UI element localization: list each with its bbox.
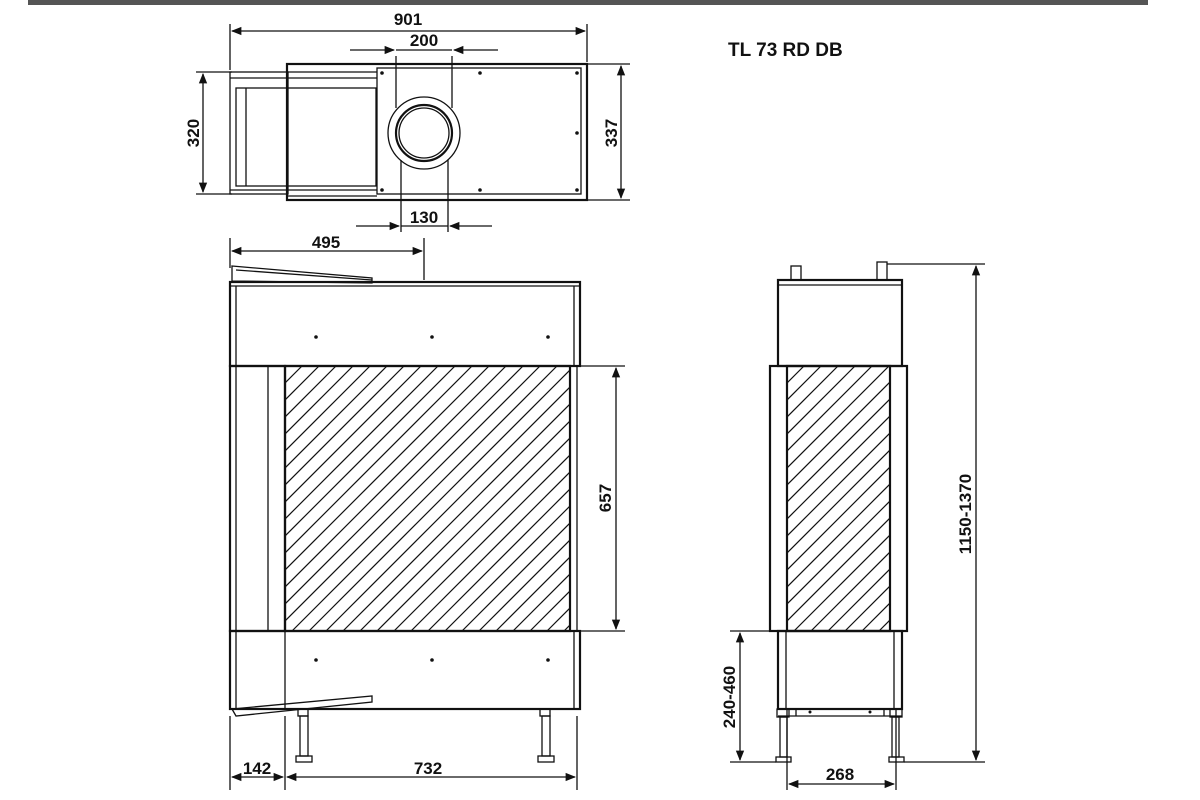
hatch-line <box>981 366 1200 631</box>
hatch-line <box>964 366 1200 631</box>
hatch-line <box>787 517 890 622</box>
dim-flue-diameter: 200 <box>410 31 438 50</box>
hatch-line <box>308 369 570 631</box>
hatch-line <box>632 366 897 631</box>
dim-front-width: 732 <box>414 759 442 778</box>
header-bar <box>28 0 1148 5</box>
hatch-line <box>787 366 805 384</box>
hatch-line <box>285 366 541 622</box>
hatch-line <box>285 366 507 588</box>
dim-flue-offset: 130 <box>410 208 438 227</box>
hatch-line <box>359 420 570 631</box>
hatch-line <box>861 602 890 631</box>
hatch-line <box>787 366 890 469</box>
hatch-line <box>598 366 863 631</box>
hatch-line <box>393 454 570 631</box>
hatch-line <box>787 366 856 435</box>
hatch-line <box>998 366 1200 631</box>
hatch-line <box>1015 366 1200 631</box>
front-view <box>228 265 914 763</box>
hatch-line <box>291 366 558 631</box>
hatch-line <box>1134 366 1200 631</box>
hatch-line <box>461 522 570 631</box>
hatch-line <box>649 366 914 631</box>
hatch-line <box>478 539 570 631</box>
flue-collar-outer <box>387 96 461 170</box>
hatch-line <box>546 607 570 631</box>
glass-hatch-side <box>787 366 1200 631</box>
hatch-line <box>285 366 303 384</box>
hatch-line <box>615 366 880 631</box>
hatch-line <box>1151 366 1200 631</box>
hatch-line <box>285 366 354 435</box>
hatch-line <box>787 366 873 452</box>
dim-total-height: 1150-1370 <box>956 474 975 554</box>
dim-front-flue-position: 495 <box>312 233 340 252</box>
hatch-line <box>285 366 320 401</box>
hatch-line <box>285 366 473 554</box>
dim-top-depth-right: 337 <box>602 119 621 147</box>
hatch-line <box>947 366 1200 631</box>
hatch-line <box>787 432 890 537</box>
side-view-dimensions <box>730 263 985 790</box>
dim-glass-height: 657 <box>596 484 615 512</box>
hatch-line <box>410 471 570 631</box>
hatch-line <box>342 403 570 631</box>
hatch-line <box>285 366 490 571</box>
flue-collar-inner <box>394 103 454 163</box>
hatch-line <box>427 488 570 631</box>
glass-hatch-front <box>285 366 914 631</box>
hatch-line <box>844 585 890 631</box>
hatch-line <box>787 466 890 571</box>
front-view-dimensions <box>229 238 625 790</box>
hatch-line <box>285 366 337 418</box>
hatch-line <box>827 568 890 631</box>
hatch-line <box>1083 366 1200 631</box>
hatch-line <box>810 551 890 631</box>
dim-side-depth: 268 <box>826 765 854 784</box>
hatch-line <box>913 366 1178 631</box>
hatch-line <box>1049 366 1200 631</box>
hatch-line <box>285 366 371 452</box>
dim-top-depth-left: 320 <box>184 119 203 147</box>
hatch-line <box>1100 366 1200 631</box>
hatch-line <box>285 366 439 520</box>
hatch-line <box>1032 366 1200 631</box>
hatch-line <box>787 415 890 520</box>
hatch-line <box>896 366 1161 631</box>
model-title: TL 73 RD DB <box>728 40 843 61</box>
hatch-line <box>787 398 890 503</box>
top-view <box>229 62 589 202</box>
hatch-line <box>376 437 570 631</box>
hatch-line <box>1066 366 1200 631</box>
hatch-line <box>285 366 456 537</box>
hatch-line <box>495 556 570 631</box>
hatch-line <box>787 366 839 418</box>
hatch-line <box>1117 366 1200 631</box>
dim-top-width: 901 <box>394 10 422 29</box>
top-view-dimensions <box>196 24 630 232</box>
hatch-line <box>787 449 890 554</box>
dim-leg-height: 240-460 <box>720 666 739 728</box>
hatch-line <box>285 366 422 503</box>
hatch-line <box>793 534 890 631</box>
hatch-line <box>787 483 890 588</box>
hatch-line <box>285 366 388 469</box>
hatch-line <box>285 366 405 486</box>
hatch-line <box>285 366 286 367</box>
hatch-line <box>581 366 846 631</box>
hatch-line <box>285 366 524 605</box>
hatch-line <box>444 505 570 631</box>
side-view <box>768 261 1200 763</box>
hatch-line <box>878 619 890 631</box>
hatch-line <box>512 573 570 631</box>
hatch-line <box>787 381 890 486</box>
dim-left-offset: 142 <box>243 759 271 778</box>
hatch-line <box>325 386 570 631</box>
hatch-line <box>787 500 890 605</box>
hatch-line <box>787 366 788 367</box>
